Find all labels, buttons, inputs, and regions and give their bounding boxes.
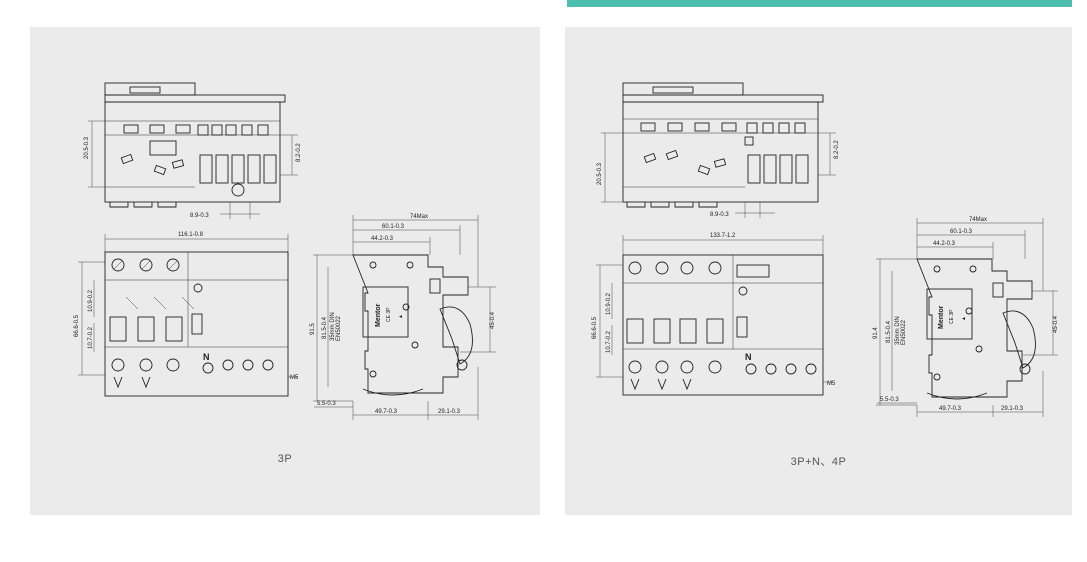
- dimension-drawing-panel-4p: 20.5-0.3 8.2-0.2 8.9-0.3 133.7-1.2: [565, 27, 1072, 515]
- svg-text:Mentor: Mentor: [938, 305, 945, 329]
- side-81-label: 81.5-0.4: [322, 316, 328, 339]
- svg-text:▲: ▲: [398, 314, 404, 319]
- side-29-label: 29.1-0.3: [1001, 406, 1024, 412]
- svg-text:CE 3P: CE 3P: [386, 307, 392, 322]
- top-view: 20.5-0.3 8.2-0.2 8.9-0.3: [597, 82, 840, 218]
- front-view: 133.7-1.2 N M: [592, 233, 836, 396]
- panel-caption: 3P+N、4P: [790, 456, 847, 468]
- dimension-drawing-panel-3p: 20.5-0.3 8.2-0.2 8.9-0.3 116.1-0.8: [30, 27, 540, 515]
- front-height3-label: 10.7-0.2: [88, 326, 94, 349]
- front-height2-label: 10.9-0.2: [88, 289, 94, 312]
- top-view: 20.5-0.3 8.2-0.2 8.9-0.3: [84, 82, 302, 219]
- svg-text:N: N: [203, 352, 210, 362]
- top-height2-label: 8.2-0.2: [296, 143, 302, 162]
- side-view: 74Max 60.1-0.3 44.2-0.3 Mentor CE 3P ▲: [310, 214, 496, 420]
- side-81-label: 81.5-0.4: [886, 320, 892, 343]
- side-din-label: 35mm DIN: [330, 312, 336, 341]
- top-width-label: 8.9-0.3: [190, 213, 209, 219]
- top-height-label: 20.5-0.3: [84, 136, 90, 159]
- front-width-label: 133.7-1.2: [710, 233, 736, 239]
- side-44-label: 44.2-0.3: [371, 236, 394, 242]
- side-29-label: 29.1-0.3: [438, 409, 461, 415]
- svg-text:N: N: [745, 352, 752, 362]
- front-width-label: 116.1-0.8: [178, 232, 204, 238]
- top-width-label: 8.9-0.3: [710, 212, 729, 218]
- side-5-label: 5.5-0.3: [880, 397, 899, 403]
- side-44-label: 44.2-0.3: [933, 241, 956, 247]
- front-height2-label: 10.9-0.2: [606, 292, 612, 315]
- svg-text:▲: ▲: [961, 316, 967, 321]
- drawing-4p: 20.5-0.3 8.2-0.2 8.9-0.3 133.7-1.2: [592, 82, 1059, 417]
- side-74-label: 74Max: [969, 217, 987, 223]
- top-height-label: 20.5-0.3: [597, 162, 603, 185]
- side-5-label: 5.5-0.3: [317, 401, 336, 407]
- front-height3-label: 10.7-0.2: [606, 330, 612, 353]
- svg-text:CE 3P: CE 3P: [949, 309, 955, 324]
- side-en-label: EN50022: [901, 319, 907, 345]
- side-din-label: 35mm DIN: [895, 316, 901, 345]
- front-height-label: 66.6-0.5: [74, 314, 80, 337]
- front-height-label: 66.6-0.5: [592, 316, 598, 339]
- side-45-label: 45-0.4: [490, 311, 496, 329]
- front-view: 116.1-0.8 N: [74, 232, 299, 397]
- m5-label: M5: [290, 375, 299, 381]
- side-en-label: EN50022: [336, 315, 342, 341]
- side-49-label: 49.7-0.3: [939, 406, 962, 412]
- side-view: 74Max 60.1-0.3 44.2-0.3 Mentor CE 3P ▲: [873, 217, 1059, 417]
- accent-bar: [567, 0, 1072, 7]
- side-60-label: 60.1-0.3: [950, 229, 973, 235]
- top-height2-label: 8.2-0.2: [834, 140, 840, 159]
- side-91-label: 91.5: [310, 323, 316, 335]
- side-49-label: 49.7-0.3: [375, 409, 398, 415]
- panel-caption: 3P: [277, 453, 293, 465]
- svg-text:Mentor: Mentor: [375, 303, 382, 327]
- side-91-label: 91.4: [873, 327, 879, 339]
- side-60-label: 60.1-0.3: [382, 224, 405, 230]
- side-74-label: 74Max: [410, 214, 428, 220]
- side-45-label: 45-0.4: [1053, 315, 1059, 333]
- m5-label: M5: [827, 381, 836, 387]
- drawing-3p: 20.5-0.3 8.2-0.2 8.9-0.3 116.1-0.8: [74, 82, 496, 420]
